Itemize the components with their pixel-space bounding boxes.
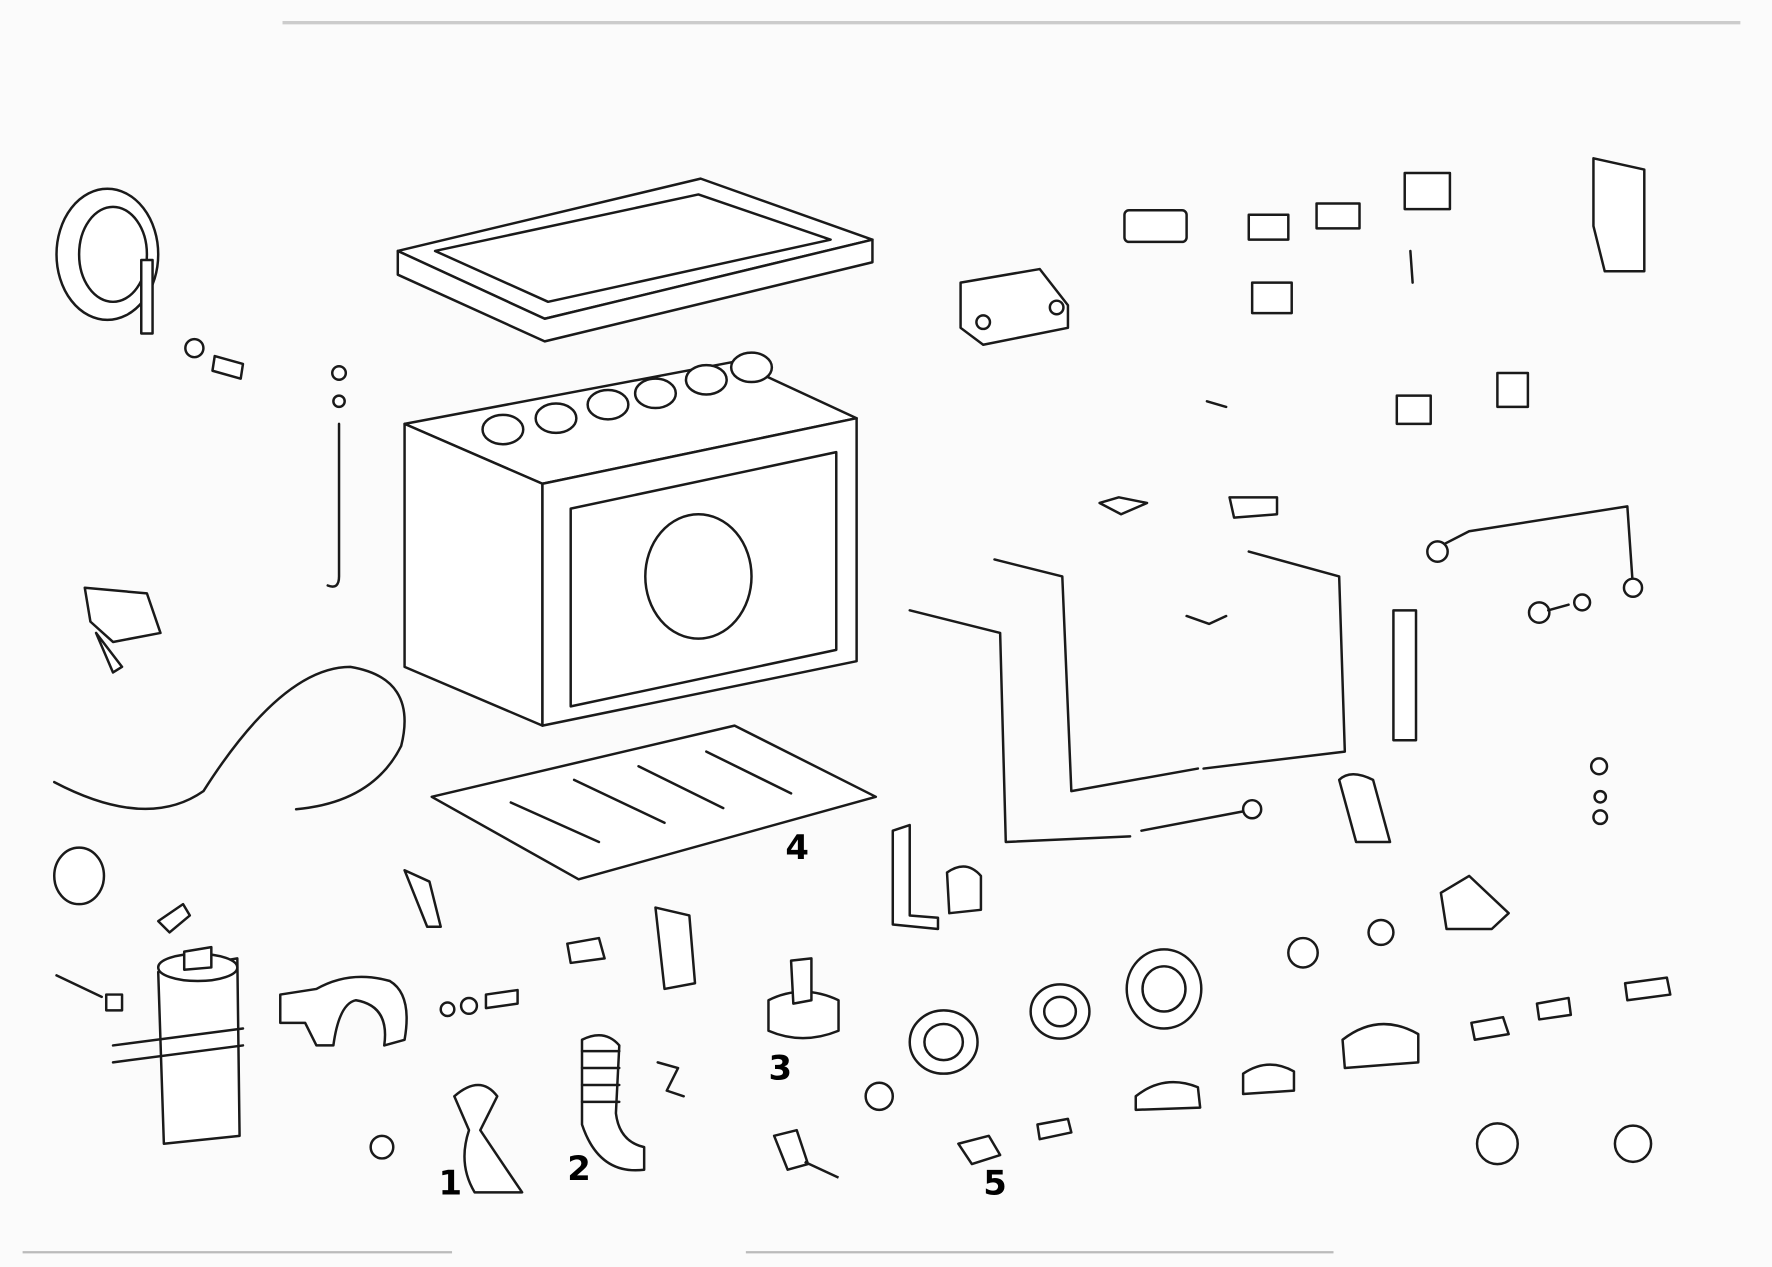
terminal bbox=[1098, 496, 1149, 516]
plug-cap-1 bbox=[453, 1083, 524, 1194]
connectors bbox=[1123, 157, 1646, 426]
clamp bbox=[945, 865, 983, 915]
ignition-coil bbox=[53, 846, 245, 1145]
callout-2: 2 bbox=[567, 1149, 591, 1188]
bracket bbox=[891, 823, 940, 931]
horn bbox=[55, 187, 245, 380]
clip bbox=[1185, 614, 1228, 626]
battery-cell-caps bbox=[481, 351, 774, 446]
clip-part-5 bbox=[957, 1134, 1002, 1166]
coil-clamp bbox=[279, 975, 408, 1047]
callout-3: 3 bbox=[768, 1048, 792, 1087]
horn-cap bbox=[1337, 772, 1392, 844]
earth-cable bbox=[53, 665, 406, 811]
terminal-boot bbox=[1228, 496, 1279, 519]
clip bbox=[656, 1061, 685, 1098]
washers bbox=[439, 988, 519, 1018]
bracket bbox=[403, 869, 442, 929]
callout-1: 1 bbox=[438, 1164, 462, 1203]
clip bbox=[1036, 1117, 1073, 1141]
grommets bbox=[864, 918, 1653, 1166]
bracket bbox=[654, 906, 697, 991]
voltage-regulator bbox=[959, 267, 1070, 347]
sensor bbox=[772, 1128, 840, 1179]
sleeve bbox=[1392, 609, 1418, 742]
nut bbox=[369, 1134, 395, 1160]
bolt-and-washer bbox=[1527, 593, 1609, 826]
battery-cables bbox=[908, 505, 1644, 844]
battery bbox=[403, 351, 858, 727]
hold-down-rod bbox=[326, 364, 348, 588]
distributor-cap-part-3 bbox=[767, 957, 840, 1040]
callout-4: 4 bbox=[785, 828, 809, 867]
cable-clips bbox=[1134, 976, 1672, 1112]
plug-cap bbox=[1439, 874, 1510, 931]
battery-hold-down-frame bbox=[396, 177, 874, 343]
relay bbox=[83, 586, 162, 674]
clip bbox=[566, 936, 606, 965]
battery-mat bbox=[430, 724, 878, 881]
callout-5: 5 bbox=[983, 1164, 1007, 1203]
